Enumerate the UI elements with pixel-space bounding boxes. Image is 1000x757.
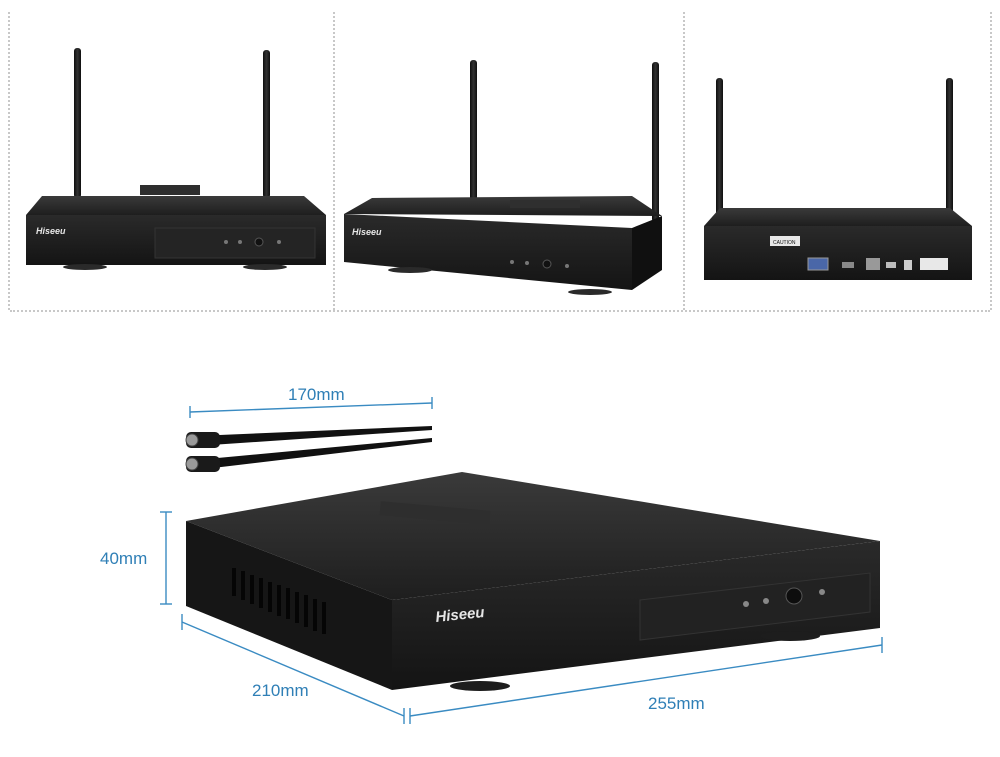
brand-logo-1: Hiseeu — [36, 226, 66, 236]
panel-divider-left — [8, 12, 10, 310]
panel-divider-1 — [333, 12, 335, 310]
nvr-front-view: Hiseeu — [26, 48, 326, 270]
antenna-right — [263, 50, 270, 198]
vent-slots — [232, 568, 326, 634]
row-divider — [10, 310, 990, 312]
dimension-lines — [160, 397, 883, 724]
nvr-main-view: Hiseeu — [186, 472, 880, 691]
antenna-left — [74, 48, 81, 198]
dimension-antenna-label: 170mm — [288, 385, 345, 404]
brand-logo-main: Hiseeu — [435, 604, 486, 626]
nvr-angled-view: Hiseeu — [344, 60, 662, 295]
dimension-width-label: 255mm — [648, 694, 705, 713]
dimension-height-label: 40mm — [100, 549, 148, 568]
antenna-pair — [185, 426, 432, 472]
panel-divider-2 — [683, 12, 685, 310]
nvr-rear-view: CAUTION — [704, 78, 972, 280]
panel-divider-right — [990, 12, 992, 310]
brand-logo-2: Hiseeu — [352, 227, 382, 237]
dimension-depth-label: 210mm — [252, 681, 309, 700]
caution-label: CAUTION — [773, 240, 796, 246]
